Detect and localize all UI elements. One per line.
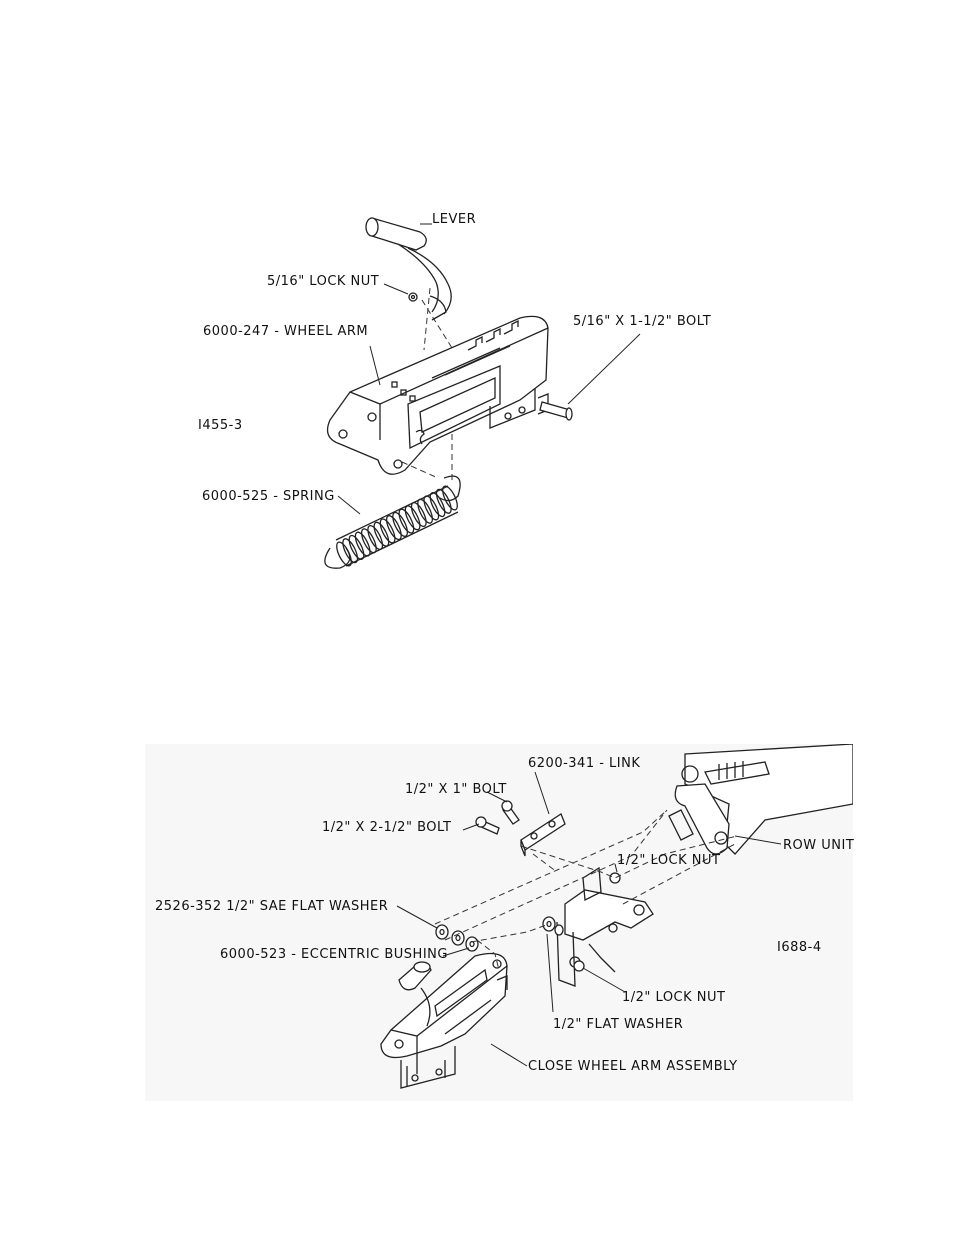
spring-coil xyxy=(359,527,379,555)
spring-coil xyxy=(415,497,435,525)
wheel-arm-label: 6000-247 - WHEEL ARM xyxy=(203,324,368,339)
lever-label: LEVER xyxy=(432,212,476,227)
lock-nut-top-label: 1/2" LOCK NUT xyxy=(617,853,720,868)
flat-washer-label: 1/2" FLAT WASHER xyxy=(553,1017,683,1032)
wheel-arm-diagram: LEVER 5/16" LOCK NUT 6000-247 - WHEEL AR… xyxy=(0,0,954,600)
spring-coil xyxy=(371,520,391,548)
close-wheel-drawing xyxy=(145,744,853,1101)
bolt-2-label: 1/2" X 2-1/2" BOLT xyxy=(322,820,451,835)
sae-flat-washer-label: 2526-352 1/2" SAE FLAT WASHER xyxy=(155,899,388,914)
spring-part xyxy=(325,476,460,568)
close-wheel-diagram: 6200-341 - LINK 1/2" X 1" BOLT 1/2" X 2-… xyxy=(145,744,853,1101)
spring-coil xyxy=(390,511,410,539)
link-label: 6200-341 - LINK xyxy=(528,756,640,771)
lock-nut-bottom-label: 1/2" LOCK NUT xyxy=(622,990,725,1005)
washers-part xyxy=(436,917,563,951)
lock-nut-bottom-part xyxy=(574,961,584,971)
bolt-1-label: 1/2" X 1" BOLT xyxy=(405,782,507,797)
close-wheel-arm-label: CLOSE WHEEL ARM ASSEMBLY xyxy=(528,1059,738,1074)
lock-nut-top-part xyxy=(610,873,620,883)
spring-coil xyxy=(409,501,429,529)
bolt-part xyxy=(540,402,572,420)
close-wheel-arm-part xyxy=(381,954,507,1088)
lever-part xyxy=(366,218,451,320)
row-unit-label: ROW UNIT xyxy=(783,838,854,853)
spring-coil xyxy=(396,507,416,535)
bolt-1-part xyxy=(502,801,519,824)
spring-coil xyxy=(365,524,385,552)
bolt-label: 5/16" X 1-1/2" BOLT xyxy=(573,314,711,329)
eccentric-bushing-label: 6000-523 - ECCENTRIC BUSHING xyxy=(220,947,448,962)
link-part xyxy=(521,814,565,856)
spring-label: 6000-525 - SPRING xyxy=(202,489,335,504)
lock-nut-part xyxy=(409,293,417,301)
lock-nut-label: 5/16" LOCK NUT xyxy=(267,274,379,289)
diagram-id-tag: I455-3 xyxy=(198,418,243,433)
wheel-arm-drawing xyxy=(0,0,954,600)
wheel-arm-part xyxy=(328,316,548,474)
spring-coil xyxy=(384,514,404,542)
bracket-part xyxy=(557,868,653,986)
diagram-id-tag: I688-4 xyxy=(777,940,822,955)
spring-coil xyxy=(402,504,422,532)
spring-coil xyxy=(377,517,397,545)
bolt-2-part xyxy=(476,817,499,834)
